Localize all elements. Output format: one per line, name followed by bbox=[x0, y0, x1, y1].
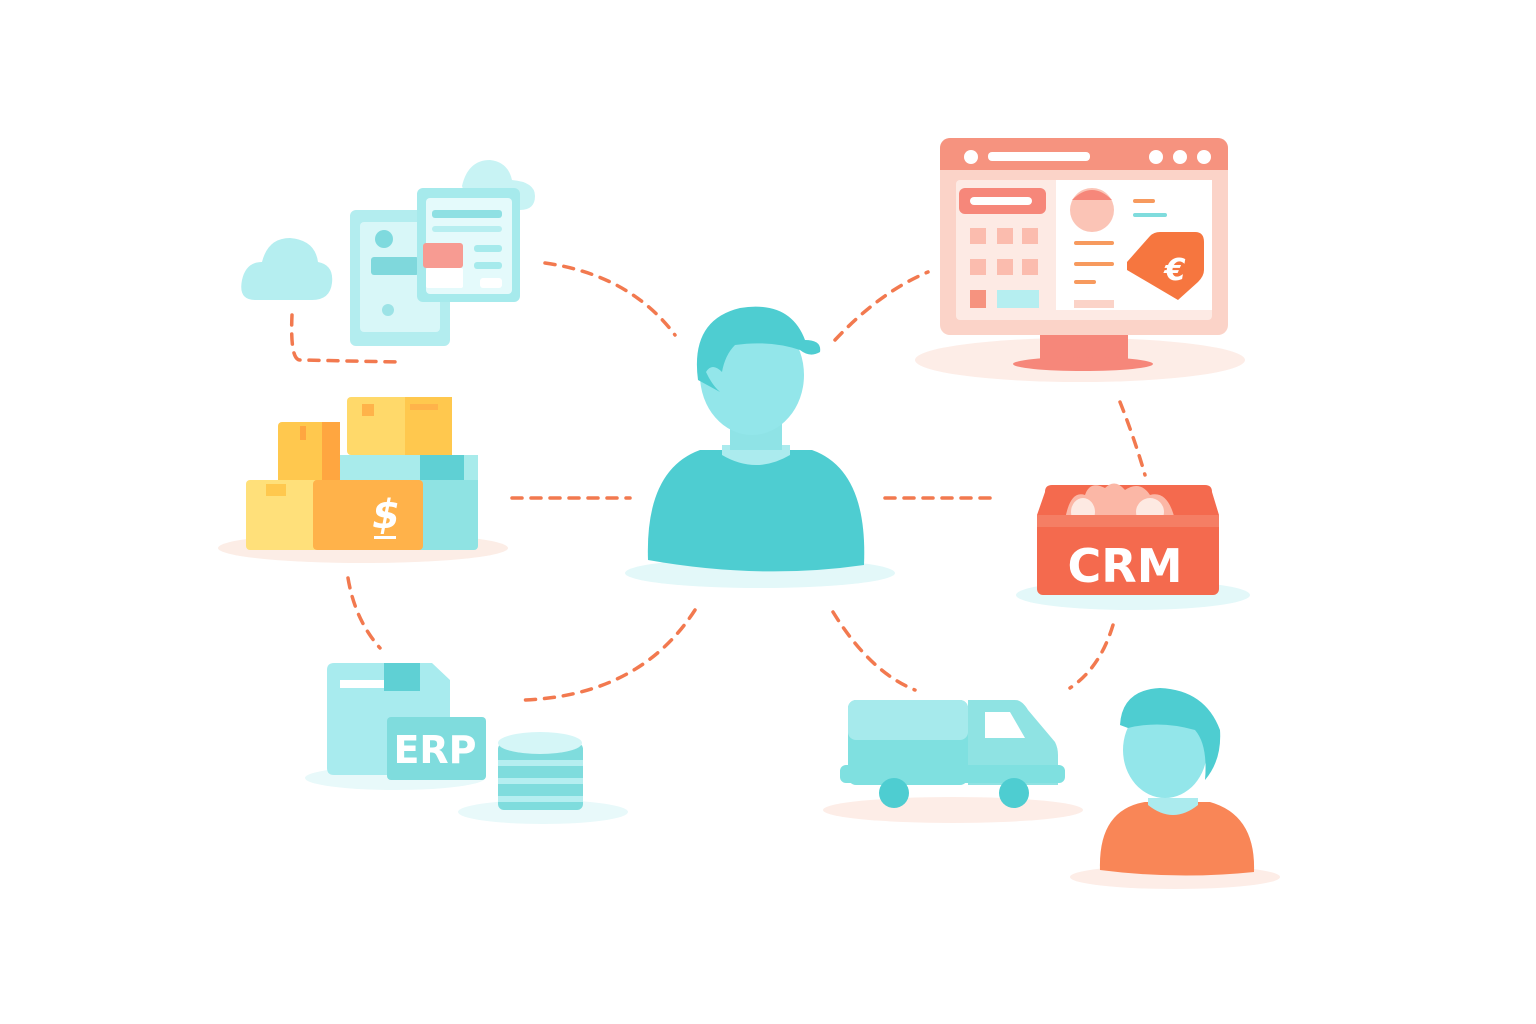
center-user-icon bbox=[625, 306, 895, 588]
wheel bbox=[879, 778, 909, 808]
cloud-icon bbox=[241, 238, 333, 300]
ecommerce-monitor-icon: € bbox=[915, 138, 1245, 382]
erp-node: ERP bbox=[305, 663, 628, 824]
connector-inventory-erp bbox=[346, 576, 382, 650]
database-icon bbox=[498, 732, 583, 810]
crm-node: CRM bbox=[1016, 483, 1250, 610]
connector-center-erp bbox=[523, 608, 697, 702]
delivery-truck-icon bbox=[823, 700, 1083, 823]
cloud-documents-icon bbox=[241, 160, 535, 346]
wheel bbox=[999, 778, 1029, 808]
erp-label: ERP bbox=[393, 728, 476, 772]
connector-monitor-center bbox=[833, 270, 930, 342]
connector-center-truck bbox=[831, 610, 917, 692]
connector-docs-center bbox=[543, 261, 677, 337]
connectors bbox=[289, 261, 1147, 702]
dollar-symbol: $ bbox=[372, 492, 400, 538]
connector-monitor-crm bbox=[1118, 400, 1147, 477]
inventory-boxes-icon: $ bbox=[218, 397, 508, 563]
euro-symbol: € bbox=[1163, 253, 1186, 288]
customer-user-icon bbox=[1070, 688, 1280, 889]
crm-label: CRM bbox=[1068, 539, 1183, 593]
connector-crm-customer bbox=[1068, 623, 1115, 690]
connector-cloud-docs bbox=[289, 313, 402, 364]
price-tag-icon bbox=[1127, 232, 1204, 300]
